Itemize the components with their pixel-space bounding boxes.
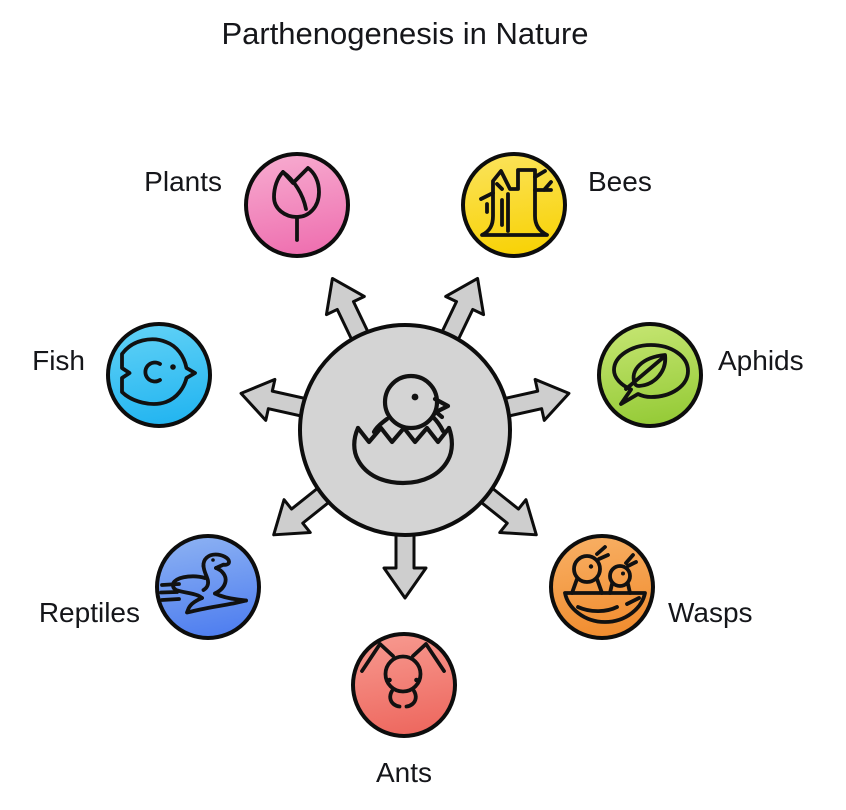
label-aphids: Aphids <box>718 345 804 376</box>
label-wasps: Wasps <box>668 597 753 628</box>
label-plants: Plants <box>144 166 222 197</box>
label-ants: Ants <box>375 757 433 788</box>
snake-icon <box>159 552 248 615</box>
node-wasps <box>549 534 655 640</box>
node-fish <box>106 322 212 428</box>
fish-icon <box>120 337 197 406</box>
ant-icon <box>360 642 446 709</box>
rose-icon <box>272 166 321 242</box>
node-reptiles <box>155 534 261 640</box>
center-node <box>298 323 512 537</box>
leaf-speech-bubble-icon <box>612 343 690 406</box>
label-fish: Fish <box>32 345 85 376</box>
hatching-chick-icon <box>352 373 454 486</box>
node-plants <box>244 152 350 258</box>
node-aphids <box>597 322 703 428</box>
label-reptiles: Reptiles <box>38 597 140 628</box>
node-ants <box>351 632 457 738</box>
node-bees <box>461 152 567 258</box>
diagram-title: Parthenogenesis in Nature <box>221 16 589 51</box>
nest-chicks-icon <box>563 545 647 624</box>
label-bees: Bees <box>588 166 652 197</box>
tree-stump-icon <box>479 168 553 237</box>
